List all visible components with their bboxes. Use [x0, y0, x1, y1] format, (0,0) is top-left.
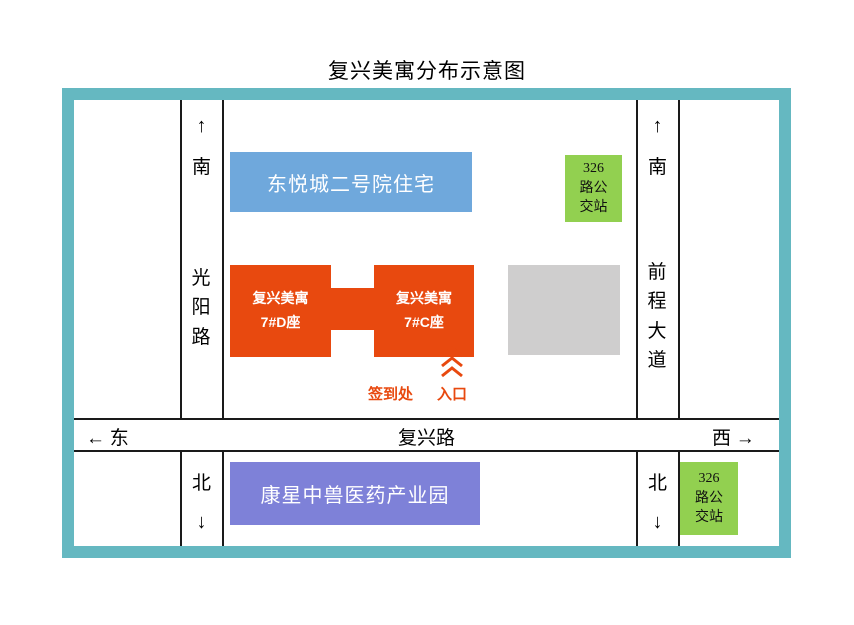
road-line	[74, 450, 779, 452]
residence-block: 东悦城二号院住宅	[230, 152, 472, 212]
industrial-park-block: 康星中兽医药产业园	[230, 462, 480, 525]
road-line	[74, 418, 779, 420]
road-line	[222, 100, 224, 418]
road-line	[180, 450, 182, 546]
building-d-label: 复兴美寓 7#D座	[252, 290, 309, 330]
road-line	[678, 100, 680, 418]
entrance-chevrons-icon	[441, 346, 463, 378]
road-line	[636, 450, 638, 546]
checkin-label: 签到处	[368, 386, 414, 403]
bus-station-bottom-block: 326路公交站	[680, 462, 738, 535]
down-arrow-icon: ↓	[196, 511, 207, 533]
bus-station-bottom-label: 326路公交站	[695, 471, 723, 526]
down-arrow-icon: ↓	[652, 511, 663, 533]
north-direction-label: 北	[647, 473, 667, 494]
road-line	[180, 100, 182, 418]
bus-station-top-block: 326路公交站	[565, 155, 622, 222]
north-direction-label: 北	[191, 473, 211, 494]
up-arrow-icon: ↑	[196, 115, 207, 137]
industrial-park-label: 康星中兽医药产业园	[260, 485, 450, 507]
west-direction-label: 西 →	[712, 428, 755, 449]
east-direction-label: ← 东	[86, 428, 129, 449]
building-connector	[330, 288, 375, 330]
bus-station-top-label: 326路公交站	[579, 161, 608, 216]
guangyang-road-name: 光阳路	[191, 268, 211, 348]
south-direction-label: 南	[647, 157, 667, 178]
map-title: 复兴美寓分布示意图	[328, 59, 526, 83]
residence-label: 东悦城二号院住宅	[267, 173, 435, 196]
road-line	[636, 100, 638, 418]
road-line	[678, 450, 680, 546]
qiancheng-road-name: 前程大道	[647, 262, 667, 372]
road-line	[222, 450, 224, 546]
building-c-block: 复兴美寓 7#C座	[374, 265, 474, 357]
fuxing-road-name: 复兴路	[397, 428, 455, 449]
placeholder-block	[508, 265, 620, 355]
building-d-block: 复兴美寓 7#D座	[230, 265, 331, 357]
south-direction-label: 南	[191, 157, 211, 178]
up-arrow-icon: ↑	[652, 115, 663, 137]
entrance-label: 入口	[437, 386, 468, 403]
building-c-label: 复兴美寓 7#C座	[396, 290, 452, 330]
